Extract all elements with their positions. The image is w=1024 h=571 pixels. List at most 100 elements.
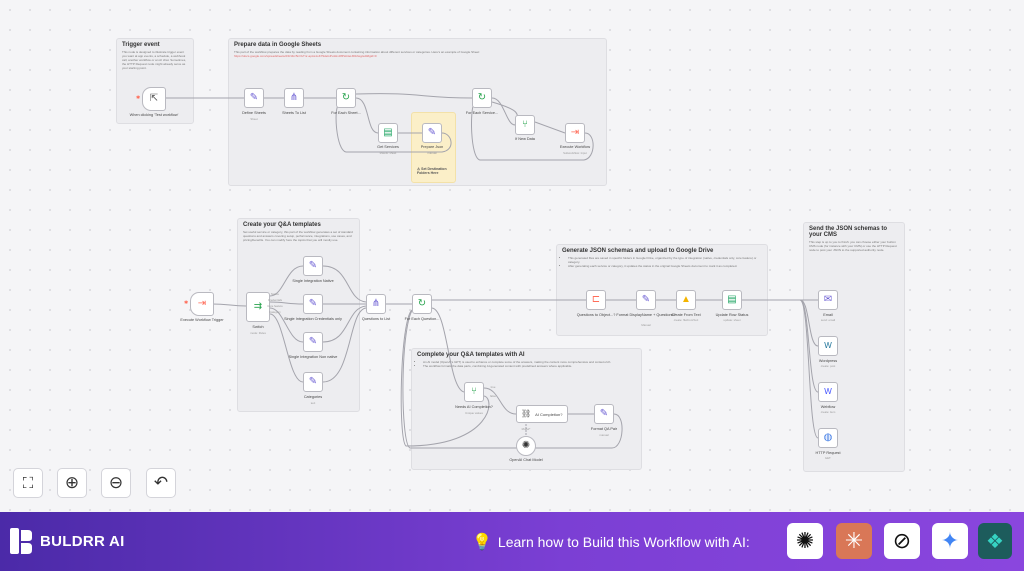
node-format-qa-pair[interactable]: ✎ <box>594 404 614 424</box>
node-questions-to-object[interactable]: ⊏ <box>586 290 606 310</box>
node-label: For Each Service... <box>465 111 499 115</box>
node-label: Single Integration Non native <box>288 355 338 359</box>
workflow-canvas[interactable]: Trigger event This node is designed to i… <box>0 0 1024 512</box>
node-prepare-json[interactable]: ✎ <box>422 123 442 143</box>
perplexity-button[interactable]: ⊘ <box>884 523 920 559</box>
node-subtitle: Subworkflow: Input <box>563 151 587 155</box>
connection <box>269 301 304 305</box>
node-create-from-text[interactable]: ▲ <box>676 290 696 310</box>
node-update-row-status[interactable]: ▤ <box>722 290 742 310</box>
node-subtitle: send: email <box>820 318 836 322</box>
node-subtitle: manual <box>427 151 437 155</box>
node-label: When clicking 'Test workflow' <box>129 113 179 117</box>
node-label: Execute Workflow <box>559 145 591 149</box>
node-subtitle: manual <box>599 433 609 437</box>
if-icon: ⑂ <box>471 386 477 397</box>
cursor-icon: ⇱ <box>149 93 159 104</box>
port-label: Model* <box>521 427 531 431</box>
connection <box>431 307 465 393</box>
sticky-title: Trigger event <box>122 42 160 48</box>
node-webflow[interactable]: W <box>818 382 838 402</box>
node-categories[interactable]: ✎ <box>303 372 323 392</box>
node-http-request[interactable]: ◍ <box>818 428 838 448</box>
connection <box>269 265 304 297</box>
connection <box>335 105 452 153</box>
sticky-bullet: An AI model (OpenAI's GPT) is used to en… <box>423 360 636 364</box>
node-format-display[interactable]: ✎ <box>636 290 656 310</box>
undo-button[interactable]: ↶ <box>146 468 176 498</box>
node-label: Update Row Status <box>715 313 749 317</box>
claude-button[interactable]: ✳ <box>836 523 872 559</box>
sticky-title: Send the JSON schemas to your CMS <box>809 226 888 238</box>
gemini-button[interactable]: ✦ <box>932 523 968 559</box>
node-openai-chat-model[interactable]: ✺ <box>516 436 536 456</box>
sticky-text: This part of the workflow prepares the d… <box>234 50 480 54</box>
sticky-text: Set useful service or category, this par… <box>243 230 353 242</box>
connection <box>269 313 304 383</box>
node-define-sheets[interactable]: ✎ <box>244 88 264 108</box>
node-subtitle: update: sheet <box>723 318 741 322</box>
node-get-services[interactable]: ▤ <box>378 123 398 143</box>
sticky-text: This step is up to you to finish: you ca… <box>809 240 897 252</box>
pencil-icon: ✎ <box>249 92 259 103</box>
fit-view-button[interactable]: ⛶ <box>13 468 43 498</box>
node-execute-workflow[interactable]: ⇥ <box>565 123 585 143</box>
aggregate-icon: ⊏ <box>591 294 601 305</box>
connection <box>483 387 517 415</box>
node-sheets-to-list[interactable]: ⋔ <box>284 88 304 108</box>
node-if-new-data[interactable]: ⑂ <box>515 115 535 135</box>
fit-view-icon: ⛶ <box>22 474 34 492</box>
sticky-bullets: This generated files are saved in specif… <box>562 256 762 268</box>
globe-icon: ◍ <box>823 432 833 443</box>
node-subtitle: create: post <box>820 364 836 368</box>
node-manual-trigger[interactable]: ⇱ <box>142 87 166 111</box>
node-label: Categories <box>303 395 323 399</box>
switch-output-label: Native <box>271 292 279 296</box>
node-label: For Each Question... <box>404 317 440 321</box>
node-single-integration-credentials[interactable]: ✎ <box>303 294 323 314</box>
zoom-in-icon: ⊕ <box>64 473 80 492</box>
connection <box>534 121 566 134</box>
zoom-out-button[interactable]: ⊖ <box>101 468 131 498</box>
sticky-title: Create your Q&A templates <box>243 222 321 228</box>
zoom-out-icon: ⊖ <box>108 473 124 492</box>
node-for-each-sheet[interactable]: ↻ <box>336 88 356 108</box>
node-label: Needs AI Completion? <box>455 405 493 409</box>
sticky-link[interactable]: https://docs.google.com/spreadsheets/d/1… <box>234 54 377 58</box>
node-subtitle: GET: <box>824 456 832 460</box>
node-switch[interactable]: ⇉ <box>246 292 270 322</box>
brand-name: BULDRR AI <box>40 532 125 550</box>
node-questions-to-list[interactable]: ⋔ <box>366 294 386 314</box>
sticky-bullets: An AI model (OpenAI's GPT) is used to en… <box>417 360 636 368</box>
sticky-note-create[interactable]: Create your Q&A templates Set useful ser… <box>237 218 360 412</box>
node-for-each-service[interactable]: ↻ <box>472 88 492 108</box>
node-execute-workflow-trigger[interactable]: ⇥ <box>190 292 214 316</box>
node-email[interactable]: ✉ <box>818 290 838 310</box>
node-subtitle: Sheet <box>250 117 258 121</box>
zoom-in-button[interactable]: ⊕ <box>57 468 87 498</box>
loop-icon: ↻ <box>341 92 351 103</box>
node-wordpress[interactable]: W <box>818 336 838 356</box>
node-label: For Each Sheet... <box>331 111 361 115</box>
perplexity-icon: ⊘ <box>892 528 912 553</box>
node-label: If New Data <box>515 137 535 141</box>
node-single-integration-non-native[interactable]: ✎ <box>303 332 323 352</box>
node-ai-completion[interactable]: ⛓ AI Completion? <box>516 405 568 423</box>
gemini-icon: ✦ <box>940 528 960 553</box>
brand[interactable]: BULDRR AI <box>10 528 125 554</box>
if-output-label: false <box>490 394 496 398</box>
node-for-each-question[interactable]: ↻ <box>412 294 432 314</box>
sticky-bullet: This generated files are saved in specif… <box>568 256 762 264</box>
node-single-integration-native[interactable]: ✎ <box>303 256 323 276</box>
loop-icon: ↻ <box>477 92 487 103</box>
chatgpt-button[interactable]: ✺ <box>787 523 823 559</box>
claude-icon: ✳ <box>844 528 864 553</box>
grok-button[interactable]: ❖ <box>978 523 1012 559</box>
connection <box>322 265 367 303</box>
connection <box>799 299 819 439</box>
node-label: Single Integration Credentials only <box>284 317 342 321</box>
sticky-text: This node is designed to illustrate trig… <box>122 50 187 70</box>
node-needs-ai-completion[interactable]: ⑂ <box>464 382 484 402</box>
pencil-icon: ✎ <box>427 127 437 138</box>
pencil-icon: ✎ <box>308 260 318 271</box>
